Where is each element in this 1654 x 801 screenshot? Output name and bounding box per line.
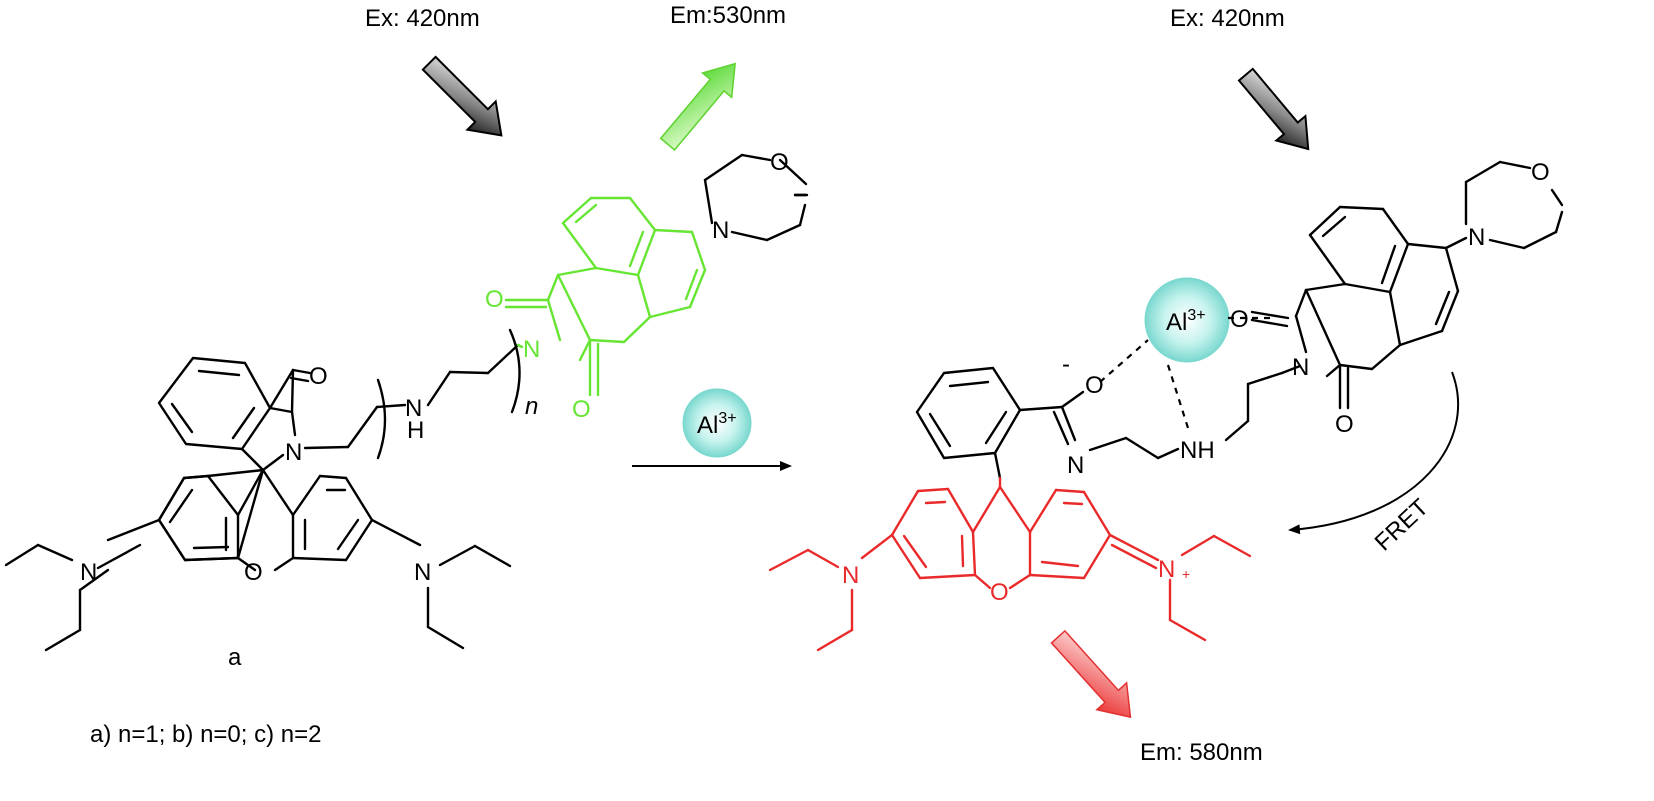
al-ion-complex: Al3+ [1144,277,1230,363]
atom-label-imine-n: N [1067,452,1084,479]
complex-benzoate [915,366,1284,480]
atom-label-carbonyl-o-left: O [309,363,328,390]
complex-naphthalimide [1250,160,1564,410]
probe-rhodamine-spirolactam [4,328,521,652]
atom-label-imide-o-top: O [485,286,504,313]
al-ion-reagent: Al3+ [682,388,752,458]
excitation-label-right: Ex: 420nm [1170,5,1285,32]
excitation-arrow-right-icon [1237,67,1310,151]
al-complex-charge: 3+ [1187,307,1205,324]
emission-arrow-red-icon [1050,629,1132,719]
repeat-index-n: n [525,393,538,420]
excitation-arrow-left-icon [421,55,503,137]
coordination-bond-carboxylate [1099,339,1149,383]
fret-arrow [1288,371,1460,535]
fret-label: FRET [1370,494,1434,557]
atom-label-morpholine-n-right: N [1468,224,1485,251]
excitation-label-left: Ex: 420nm [365,5,480,32]
morpholine-left [703,153,809,242]
atom-label-amine-n-right-et2: N [414,559,431,586]
atom-label-morpholine-o-left: O [770,149,789,176]
atom-label-xanthene-o-right: O [990,579,1009,606]
atom-label-lactam-n-left: N [285,439,302,466]
atom-label-amine-h-left: H [407,417,424,444]
al-reagent-charge: 3+ [718,410,736,427]
svg-text:Al3+: Al3+ [1166,307,1206,336]
emission-label-red: Em: 580nm [1140,739,1263,766]
atom-label-xanthene-o-left: O [244,559,263,586]
svg-text:Al3+: Al3+ [697,410,737,439]
atom-label-imide-o-right-top: O [1230,306,1249,333]
atom-label-amine-n-red: N [842,562,859,589]
rhodamine-open-red [768,476,1252,652]
emission-arrow-green-icon [659,62,736,151]
negative-charge: - [1062,351,1070,378]
positive-charge: + [1182,566,1190,582]
al-complex-symbol: Al [1166,309,1187,336]
atom-label-morpholine-o-right: O [1531,159,1550,186]
variants-legend: a) n=1; b) n=0; c) n=2 [90,721,321,748]
atom-label-imide-o-bottom: O [572,396,591,423]
al-reagent-symbol: Al [697,412,718,439]
atom-label-amine-n-left: N [405,395,422,422]
probe-naphthalimide-green [504,196,707,397]
compound-label: a [228,644,242,671]
atom-label-morpholine-n-left: N [712,217,729,244]
coordination-bond-amine [1166,364,1190,429]
atom-label-carboxylate-o: O [1085,372,1104,399]
atom-label-iminium-n: N [1158,556,1175,583]
atom-label-imide-n-right: N [1292,354,1309,381]
atom-label-imide-n: N [523,336,540,363]
emission-label-green: Em:530nm [670,2,786,29]
atom-label-imide-o-right-bottom: O [1335,411,1354,438]
atom-label-amine-n-left-et2: N [80,559,97,586]
atom-label-amine-nh-right: NH [1180,437,1215,464]
